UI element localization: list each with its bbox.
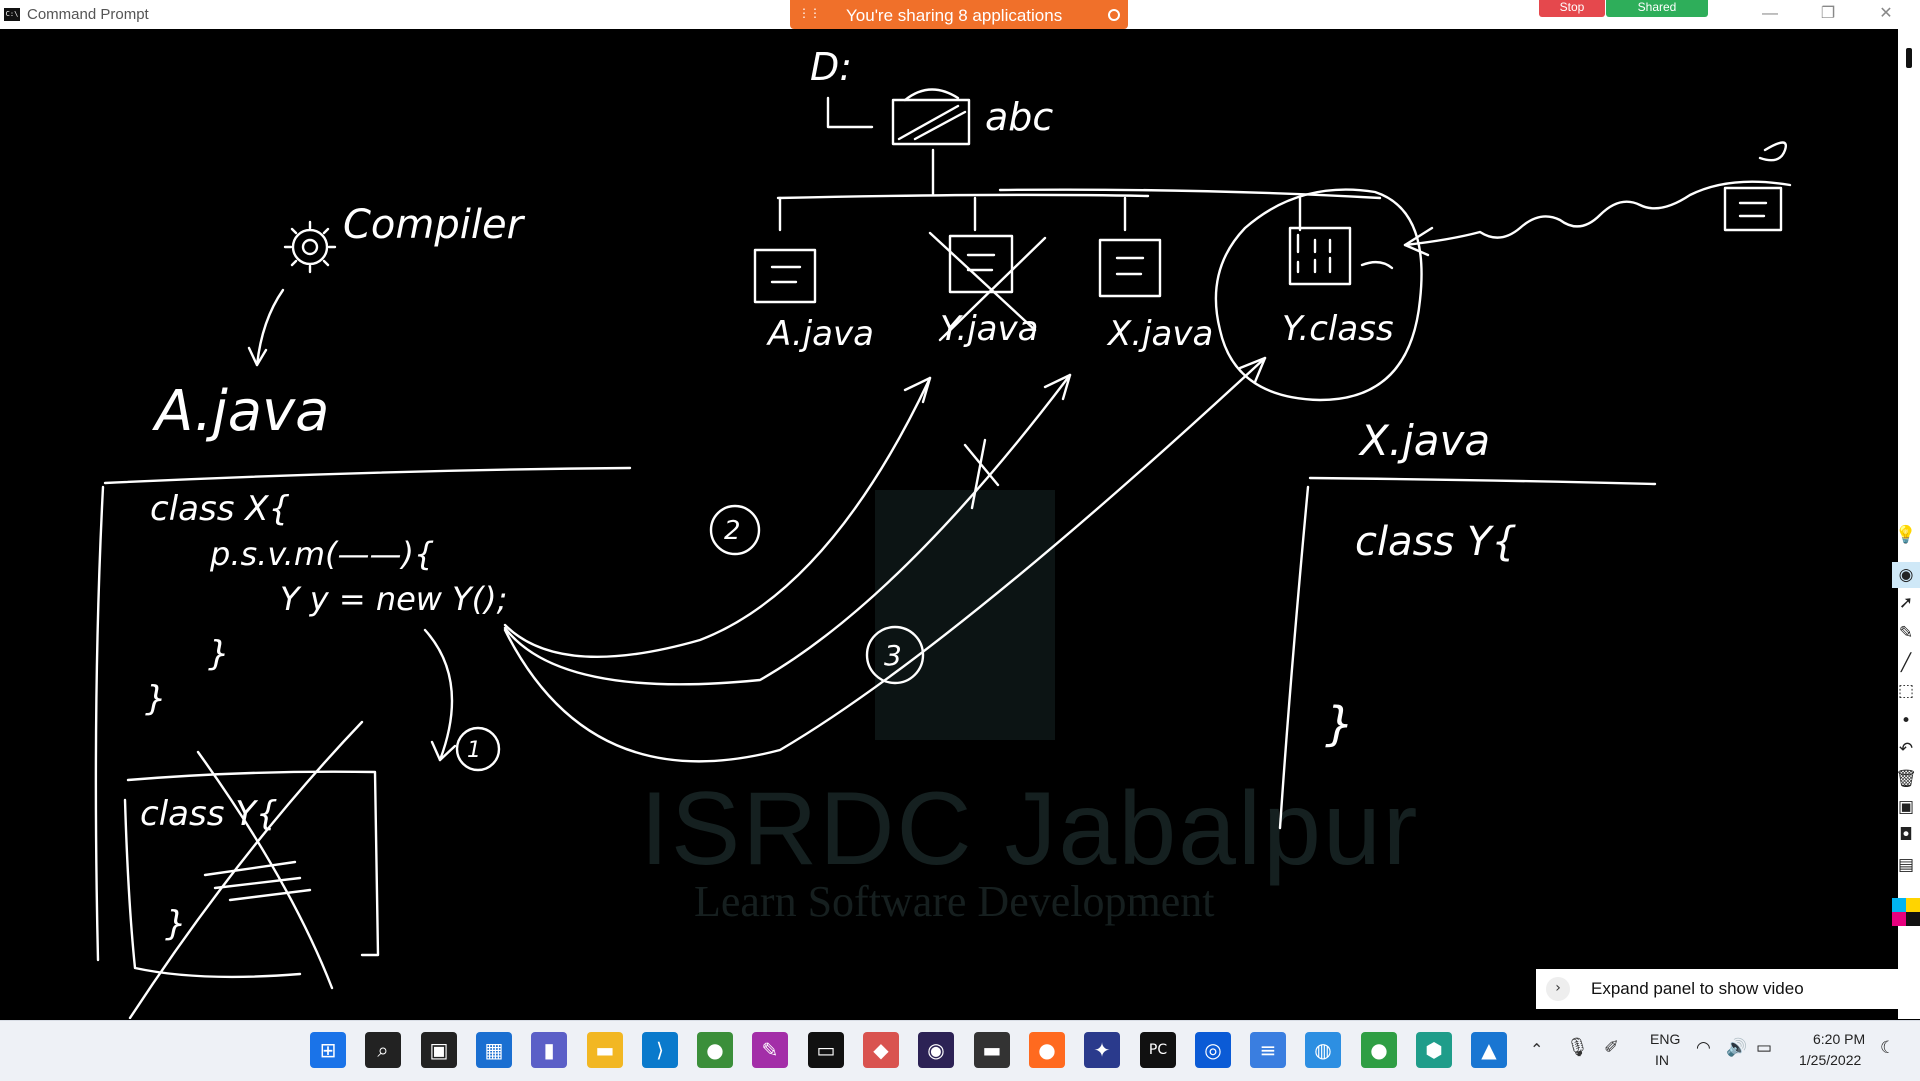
window-title: Command Prompt <box>27 6 149 23</box>
shared-button[interactable]: Shared <box>1606 0 1708 17</box>
eraser-icon[interactable]: ⬚ <box>1897 681 1915 701</box>
pointer-icon[interactable]: ➚ <box>1898 593 1914 613</box>
taskbar-app-start[interactable]: ⊞ <box>310 1032 346 1068</box>
crossed-box-line1: class Y{ <box>140 794 278 834</box>
taskbar-app-mysql[interactable]: ▬ <box>974 1032 1010 1068</box>
cyan-swatch[interactable] <box>1892 898 1906 912</box>
expand-panel-text: Expand panel to show video <box>1591 979 1804 998</box>
taskbar-app-eclipse[interactable]: ◉ <box>918 1032 954 1068</box>
taskbar-app-firefox[interactable]: ● <box>1029 1032 1065 1068</box>
file-label-y-java: Y.java <box>940 309 1038 349</box>
watermark-title: ISRDC Jabalpur <box>640 771 1420 887</box>
code-left-line2: p.s.v.m(——){ <box>209 535 434 573</box>
code-right-brace: } <box>1325 697 1354 751</box>
wifi-icon[interactable]: ◠ <box>1696 1038 1711 1058</box>
share-banner[interactable]: ⋮⋮ You're sharing 8 applications <box>790 0 1128 29</box>
clipboard-icon[interactable]: ▤ <box>1897 855 1915 875</box>
taskbar-app-notepad[interactable]: ≡ <box>1250 1032 1286 1068</box>
focus-assist-icon[interactable]: ☾ <box>1880 1038 1896 1058</box>
whiteboard-canvas[interactable]: D: abc Compiler A.java A.java Y.java X.j… <box>0 29 1898 1019</box>
taskbar-app-chrome[interactable]: ● <box>697 1032 733 1068</box>
undo-icon[interactable]: ↶ <box>1898 739 1914 759</box>
taskbar-app-file-explorer[interactable]: ▬ <box>587 1032 623 1068</box>
taskbar <box>0 1020 1920 1081</box>
taskbar-app-chat[interactable]: ▮ <box>531 1032 567 1068</box>
step-label-1: 1 <box>467 738 481 763</box>
taskbar-app-pycharm[interactable]: PC <box>1140 1032 1176 1068</box>
drive-label: D: <box>810 45 852 89</box>
taskbar-app-widgets[interactable]: ▦ <box>476 1032 512 1068</box>
scrollbar-thumb[interactable] <box>1906 48 1912 68</box>
pen-icon[interactable]: ✎ <box>1898 623 1914 643</box>
taskbar-app-feather-app[interactable]: ✦ <box>1084 1032 1120 1068</box>
battery-icon[interactable]: ▭ <box>1756 1038 1773 1058</box>
drag-grip-icon[interactable]: ⋮⋮ <box>798 6 821 20</box>
pen-menu-icon[interactable]: ✐ <box>1604 1037 1620 1058</box>
black-swatch[interactable] <box>1906 912 1920 926</box>
code-left-outer-brace: } <box>145 679 167 719</box>
volume-icon[interactable]: 🔊 <box>1726 1038 1748 1058</box>
step-label-3: 3 <box>884 639 902 672</box>
eye-icon[interactable]: ◉ <box>1892 562 1920 588</box>
line-icon[interactable]: ╱ <box>1900 653 1912 673</box>
minimize-button[interactable]: — <box>1762 5 1778 22</box>
chevron-right-icon[interactable]: › <box>1546 977 1570 1001</box>
restore-button[interactable]: ❐ <box>1820 5 1836 22</box>
camera-icon[interactable]: ◘ <box>1899 825 1913 845</box>
language-region[interactable]: IN <box>1655 1052 1669 1068</box>
taskbar-app-terminal[interactable]: ▭ <box>808 1032 844 1068</box>
lightbulb-icon[interactable]: 💡 <box>1895 525 1917 545</box>
vertical-scrollbar[interactable] <box>1898 29 1920 1019</box>
taskbar-app-task-view[interactable]: ▣ <box>421 1032 457 1068</box>
taskbar-app-webex[interactable]: ◎ <box>1195 1032 1231 1068</box>
taskbar-app-shield-app[interactable]: ⬢ <box>1416 1032 1452 1068</box>
taskbar-app-globe-app[interactable]: ◍ <box>1305 1032 1341 1068</box>
compiler-label: Compiler <box>343 202 526 248</box>
clock-date[interactable]: 1/25/2022 <box>1799 1052 1862 1068</box>
expand-panel[interactable]: › Expand panel to show video <box>1536 969 1898 1009</box>
code-right-line1: class Y{ <box>1355 519 1517 565</box>
crossed-box-brace: } <box>165 904 187 944</box>
clock-time[interactable]: 6:20 PM <box>1813 1031 1866 1047</box>
folder-label: abc <box>985 95 1053 139</box>
pen-toolbar: 💡 ◉ ➚ ✎ ╱ ⬚ • ↶ 🗑 ▣ ◘ ▤ <box>1892 522 1920 962</box>
taskbar-app-paint-tool[interactable]: ✎ <box>752 1032 788 1068</box>
code-left-inner-brace: } <box>208 634 230 674</box>
share-banner-text: You're sharing 8 applications <box>846 6 1063 25</box>
file-label-y-class: Y.class <box>1282 309 1394 349</box>
yellow-swatch[interactable] <box>1906 898 1920 912</box>
title-bar: C:\ Command Prompt ⋮⋮ You're sharing 8 a… <box>0 0 1920 29</box>
code-left-line1: class X{ <box>150 489 290 529</box>
taskbar-app-vscode[interactable]: ⟩ <box>642 1032 678 1068</box>
record-dot-icon[interactable] <box>1108 9 1120 21</box>
magenta-swatch[interactable] <box>1892 912 1906 926</box>
trash-icon[interactable]: 🗑 <box>1895 769 1917 789</box>
source-file-label: A.java <box>152 379 329 444</box>
right-file-label: X.java <box>1358 416 1490 465</box>
file-label-a-java: A.java <box>766 314 874 354</box>
command-prompt-icon: C:\ <box>4 8 20 21</box>
taskbar-app-chrome-profile[interactable]: ● <box>1361 1032 1397 1068</box>
taskbar-app-search[interactable]: ⌕ <box>365 1032 401 1068</box>
microphone-icon[interactable]: 🎙 <box>1566 1037 1589 1058</box>
step-label-2: 2 <box>724 516 741 546</box>
taskbar-app-eraser-app[interactable]: ◆ <box>863 1032 899 1068</box>
chevron-up-icon[interactable]: ⌃ <box>1530 1040 1544 1059</box>
language-indicator[interactable]: ENG <box>1650 1031 1681 1047</box>
close-button[interactable]: ✕ <box>1879 5 1893 22</box>
watermark-subtitle: Learn Software Development <box>694 877 1215 926</box>
code-left-line3: Y y = new Y(); <box>280 580 507 618</box>
taskbar-app-photos[interactable]: ▲ <box>1471 1032 1507 1068</box>
stop-sharing-button[interactable]: Stop <box>1539 0 1605 17</box>
dot-icon[interactable]: • <box>1900 711 1912 731</box>
screen-icon[interactable]: ▣ <box>1897 797 1915 817</box>
file-label-x-java: X.java <box>1106 314 1213 354</box>
